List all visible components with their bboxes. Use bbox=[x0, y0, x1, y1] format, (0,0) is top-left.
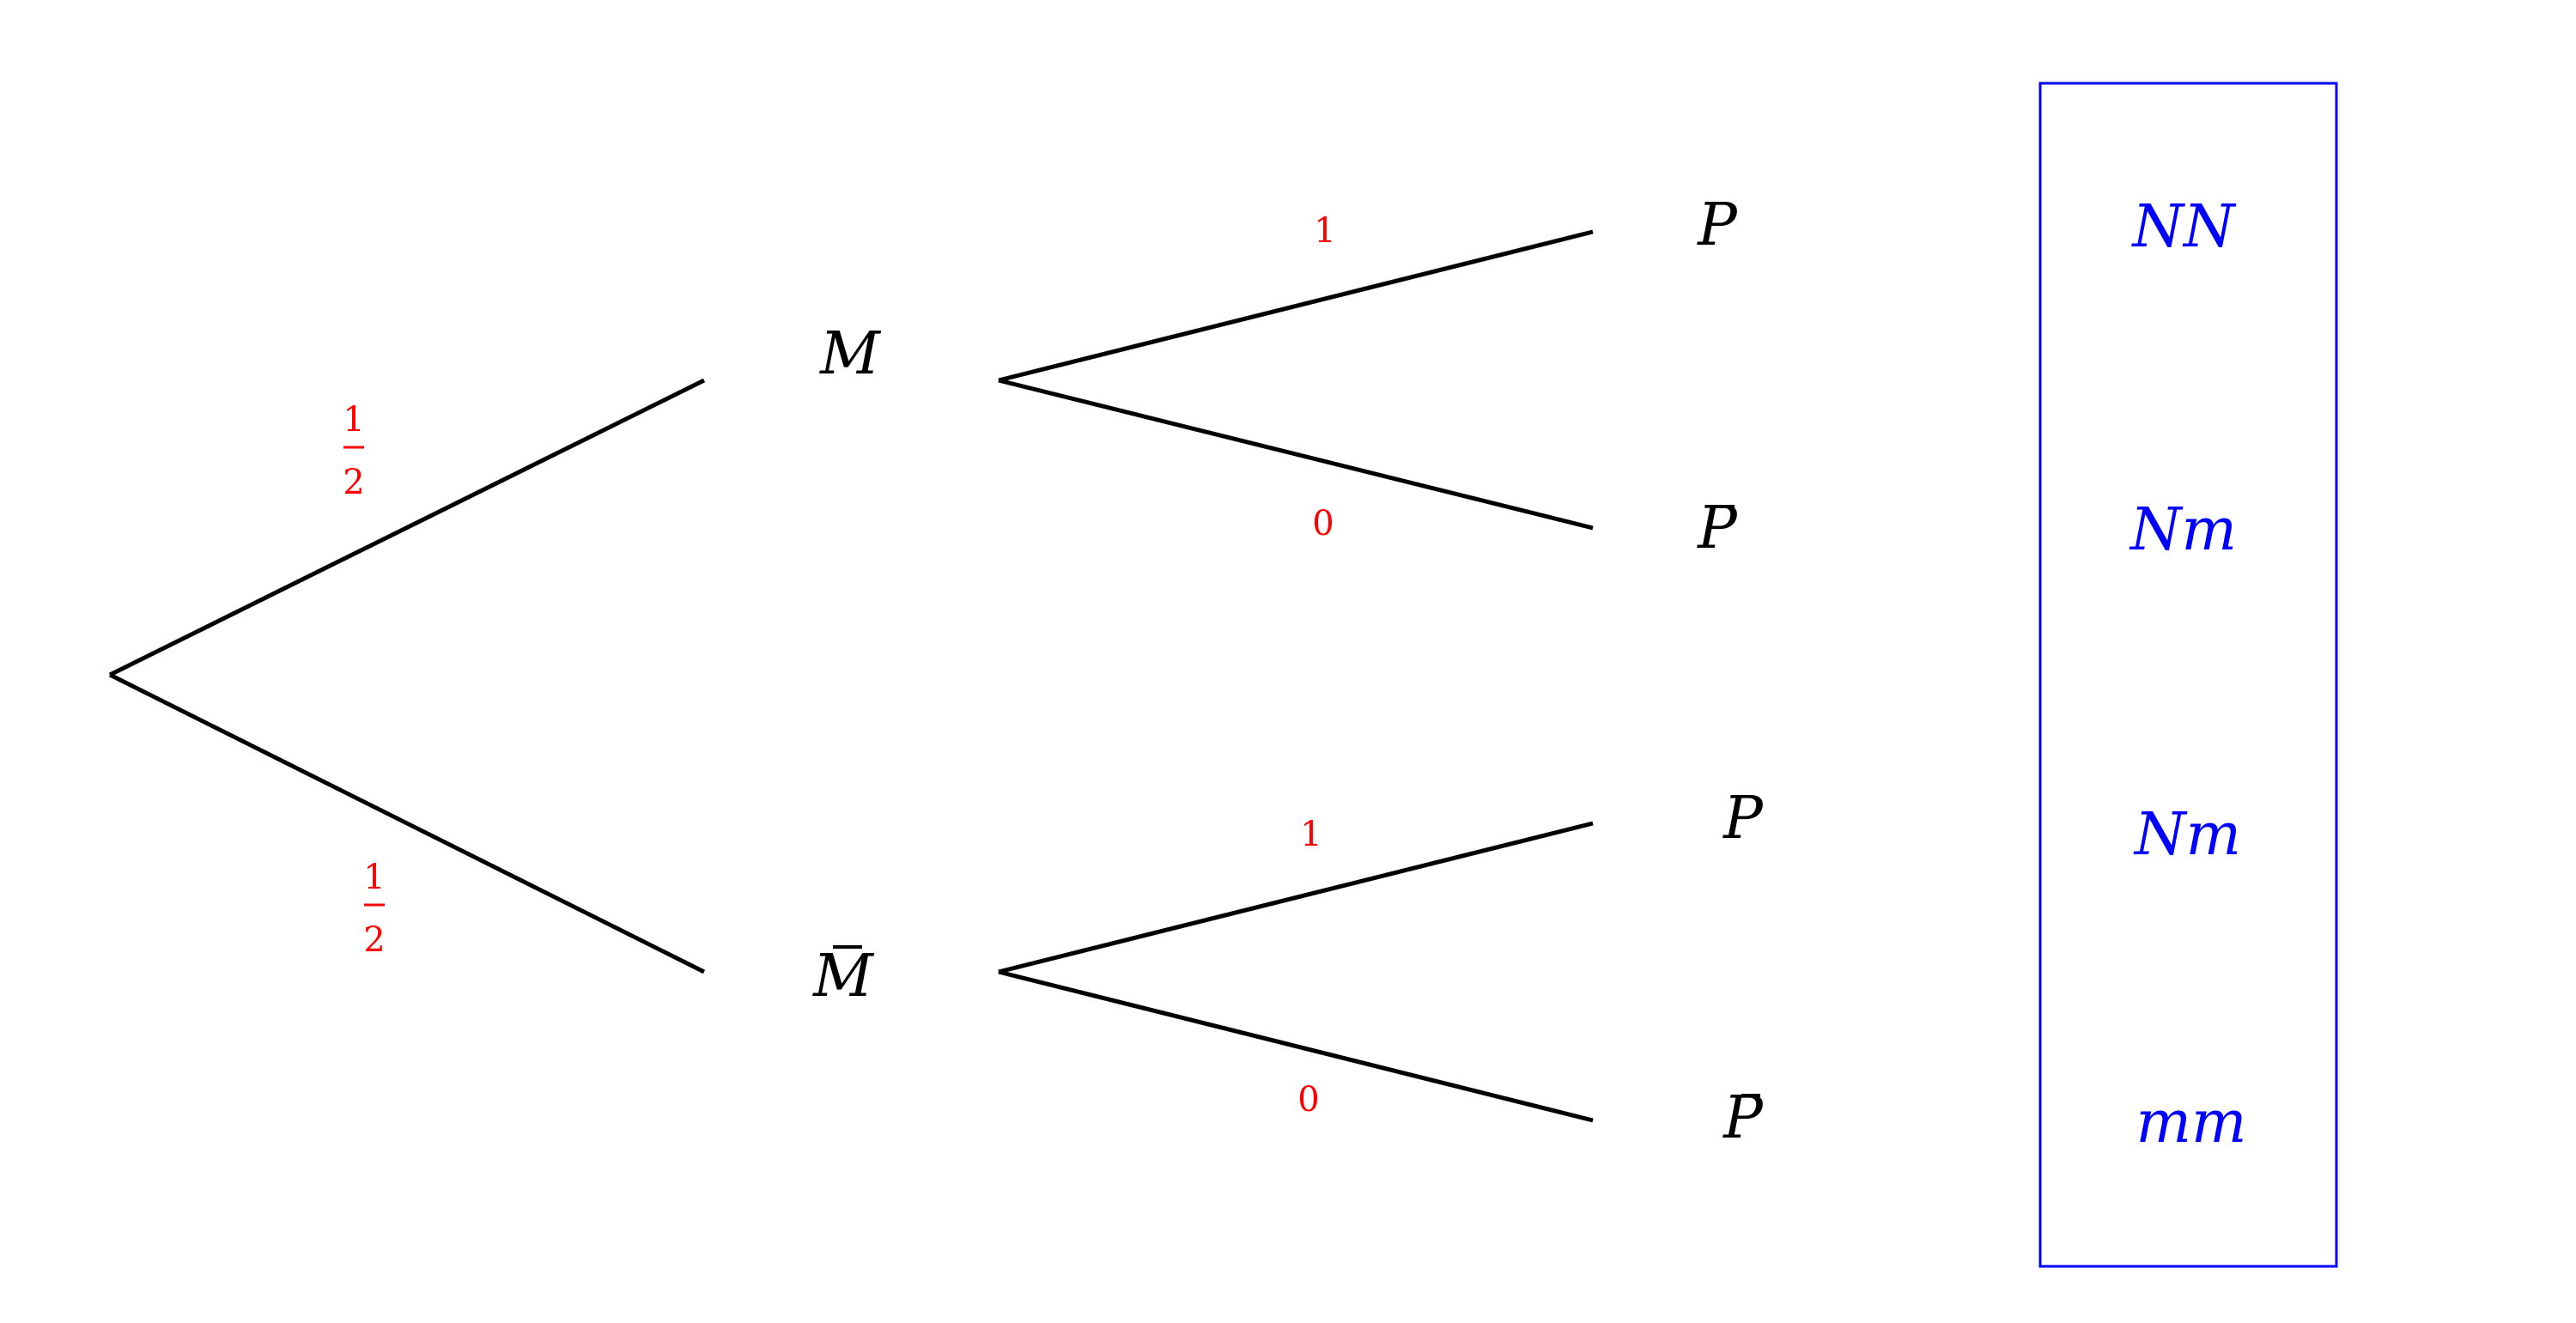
node-p-bar-2: P bbox=[1722, 1084, 1764, 1152]
branch-m-to-p bbox=[998, 229, 1594, 383]
prob-m-to-p: 1 bbox=[1314, 211, 1335, 251]
prob-m-bar-to-p: 1 bbox=[1300, 815, 1321, 854]
node-p-bar-2-letter: P bbox=[1722, 1084, 1764, 1152]
prob-denominator: 2 bbox=[363, 920, 385, 960]
genotype-mm: mm bbox=[2136, 1089, 2247, 1156]
branch-m-to-p-bar bbox=[998, 378, 1594, 531]
prob-numerator: 1 bbox=[363, 858, 385, 897]
node-p-2: P bbox=[1722, 785, 1764, 853]
node-p-1: P bbox=[1696, 191, 1738, 259]
genotype-box bbox=[2038, 82, 2338, 1268]
node-p-bar-1: P bbox=[1696, 495, 1738, 562]
prob-m-bar-to-p-bar: 0 bbox=[1297, 1080, 1319, 1120]
node-m-bar-letter: M bbox=[811, 943, 875, 1010]
node-m: M bbox=[818, 320, 882, 388]
branch-root-to-m-bar bbox=[108, 672, 706, 974]
branch-m-bar-to-p bbox=[998, 821, 1594, 974]
node-m-bar: M bbox=[811, 943, 875, 1010]
node-p-bar-1-letter: P bbox=[1696, 495, 1738, 562]
genotype-nm-2: Nm bbox=[2133, 801, 2241, 869]
prob-root-to-m-bar: 1 2 bbox=[363, 858, 385, 960]
prob-numerator: 1 bbox=[343, 400, 364, 440]
branch-m-bar-to-p-bar bbox=[998, 969, 1594, 1123]
prob-m-to-p-bar: 0 bbox=[1312, 504, 1334, 543]
genotype-nm-1: Nm bbox=[2129, 496, 2237, 564]
prob-root-to-m: 1 2 bbox=[343, 400, 364, 502]
prob-denominator: 2 bbox=[343, 463, 364, 502]
genotype-nn: NN bbox=[2131, 193, 2238, 261]
branch-root-to-m bbox=[108, 378, 706, 677]
